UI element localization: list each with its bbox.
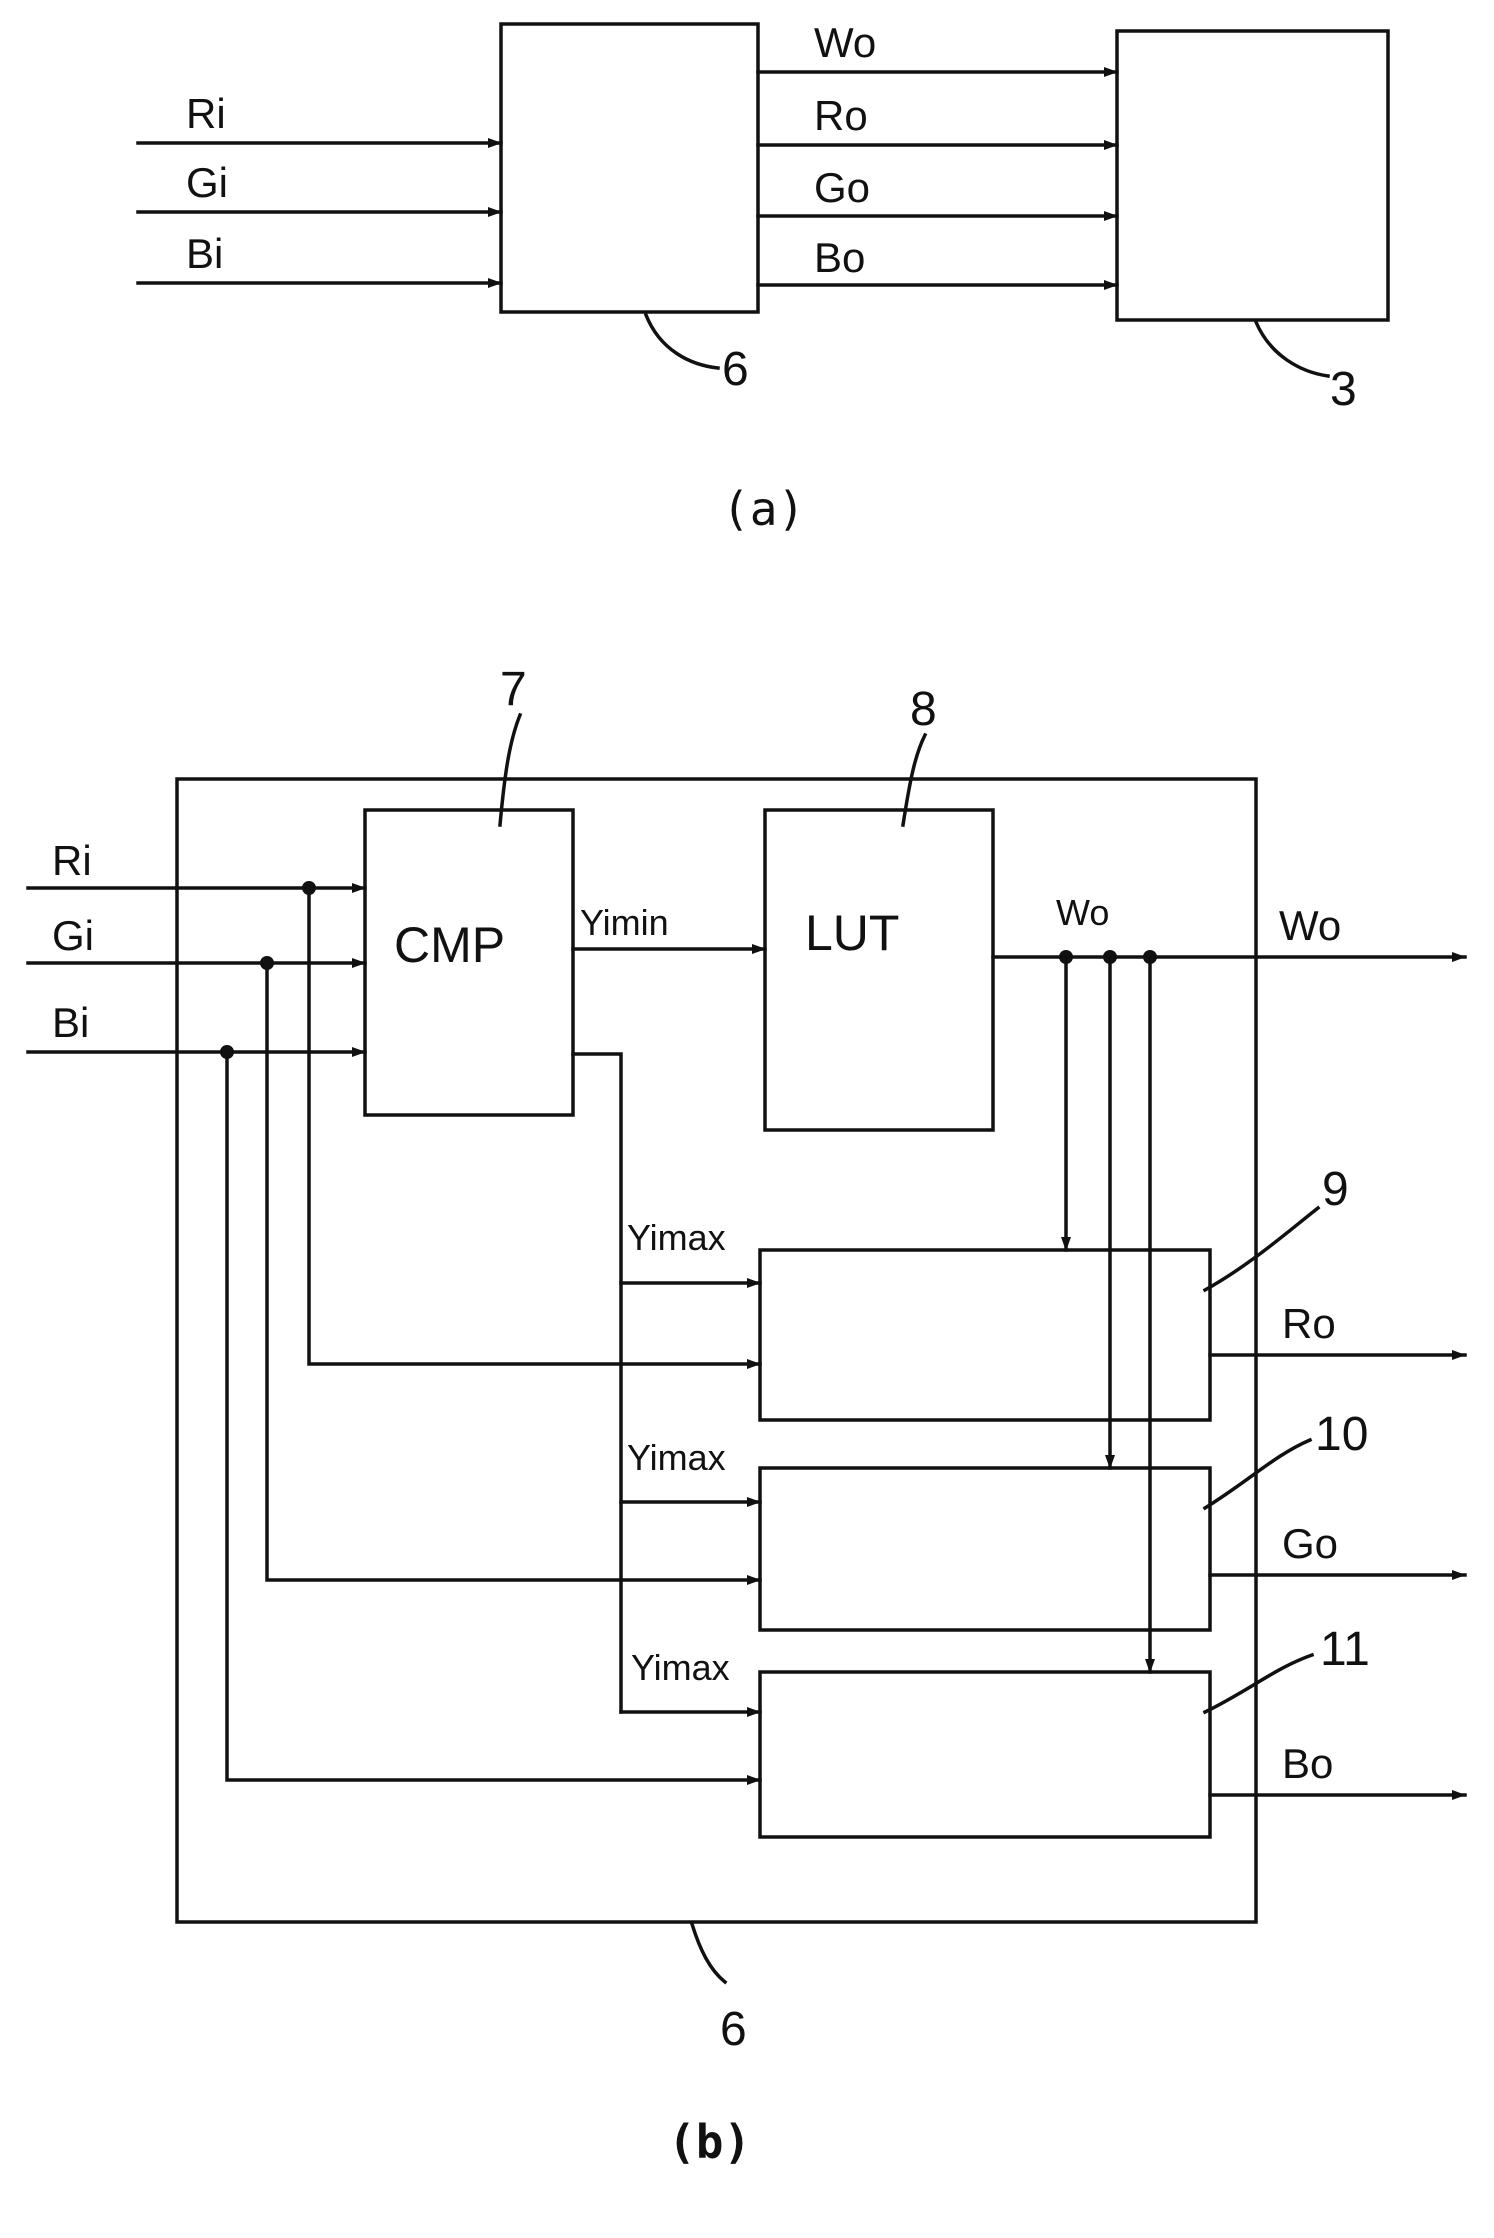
ref-10: 10 <box>1315 1408 1368 1461</box>
cmp-label: CMP <box>394 917 505 973</box>
ref-7: 7 <box>500 663 527 716</box>
ref-9: 9 <box>1322 1163 1349 1216</box>
figure-b: Ri Gi Bi CMP LUT Yimin Yimax Yimax Yimax… <box>28 663 1465 2169</box>
lut-block <box>765 810 993 1130</box>
yimax-label-11: Yimax <box>631 1647 730 1688</box>
leader-9 <box>1205 1208 1318 1290</box>
caption-a: (a) <box>722 482 805 536</box>
leader-6-b <box>692 1924 725 1982</box>
yimax-label-10: Yimax <box>627 1437 726 1478</box>
calc-block-9 <box>760 1250 1210 1420</box>
label-gi-a: Gi <box>186 159 228 206</box>
label-bi-b: Bi <box>52 999 89 1046</box>
label-bo-a: Bo <box>814 234 865 281</box>
leader-11 <box>1205 1655 1312 1712</box>
yimax-bus <box>573 1054 621 1712</box>
leader-3 <box>1256 322 1328 376</box>
label-go-a: Go <box>814 164 870 211</box>
ref-3: 3 <box>1330 363 1357 416</box>
ref-6-a: 6 <box>722 343 749 396</box>
yimax-label-9: Yimax <box>627 1217 726 1258</box>
block-6-a <box>501 24 758 312</box>
calc-block-10 <box>760 1468 1210 1630</box>
label-go-b: Go <box>1282 1520 1338 1567</box>
calc-block-11 <box>760 1672 1210 1837</box>
lut-label: LUT <box>805 905 899 961</box>
label-bi-a: Bi <box>186 230 223 277</box>
label-ro-b: Ro <box>1282 1300 1336 1347</box>
label-wo-a: Wo <box>814 19 876 66</box>
label-gi-b: Gi <box>52 912 94 959</box>
caption-b: (b) <box>668 2115 751 2169</box>
label-bo-b: Bo <box>1282 1740 1333 1787</box>
wo-inner-label: Wo <box>1056 892 1109 933</box>
label-ri-a: Ri <box>186 90 226 137</box>
wo-outer-label: Wo <box>1279 902 1341 949</box>
label-ro-a: Ro <box>814 92 868 139</box>
label-ri-b: Ri <box>52 837 92 884</box>
block-3 <box>1117 31 1388 320</box>
ref-8: 8 <box>910 683 937 736</box>
leader-6-a <box>646 315 718 368</box>
figure-a: Ri Gi Bi Wo Ro Go Bo 6 3 (a) <box>138 19 1388 536</box>
ref-11: 11 <box>1320 1623 1370 1676</box>
yimin-label: Yimin <box>580 902 669 943</box>
ref-6-b: 6 <box>720 2003 747 2056</box>
